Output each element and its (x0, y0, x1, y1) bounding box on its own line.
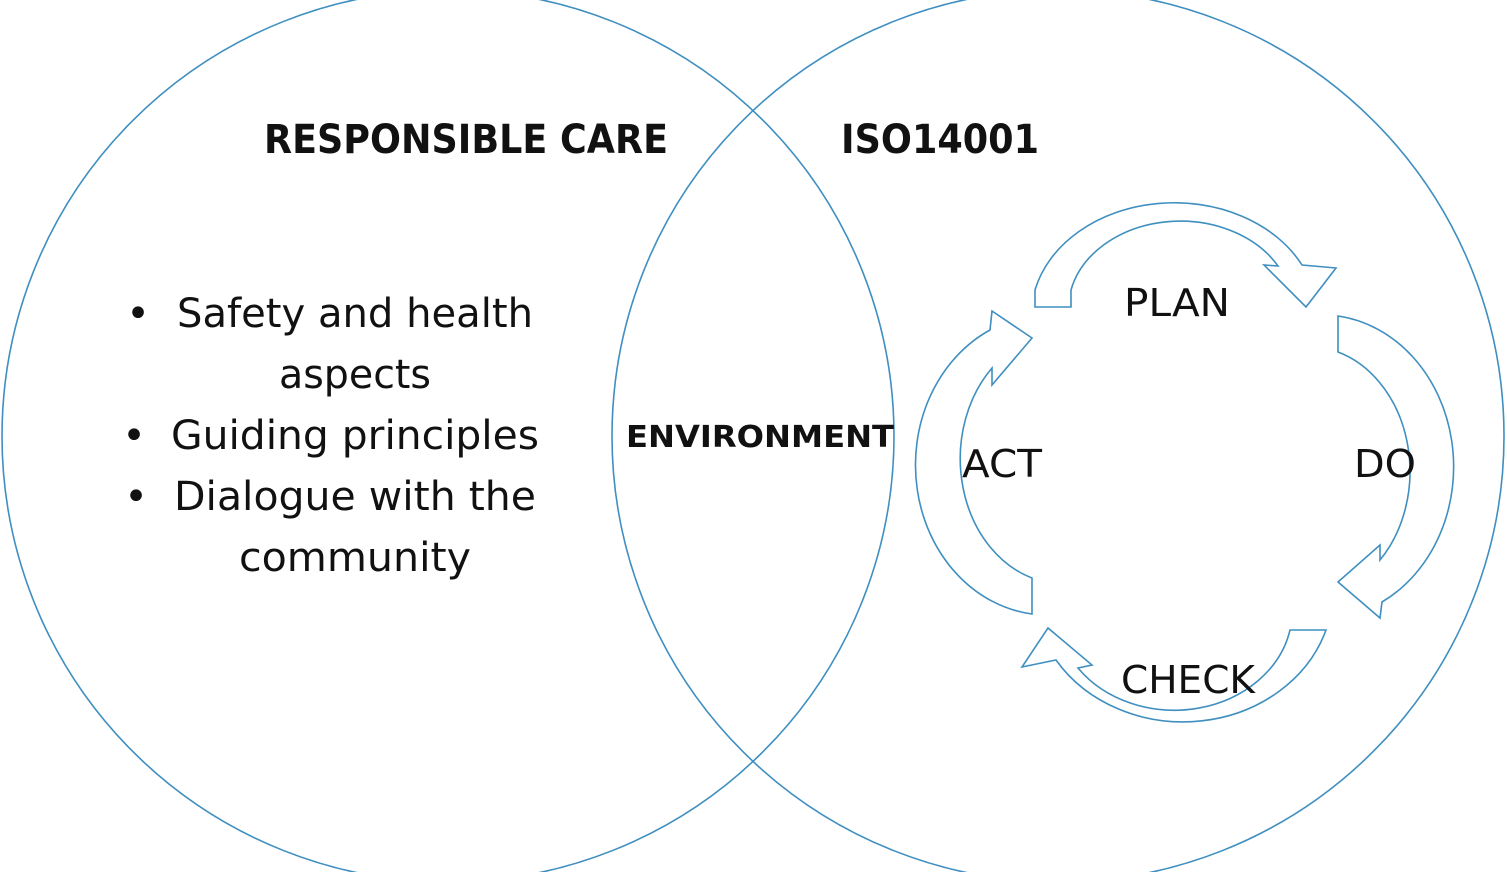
bullet-marker: • (122, 413, 146, 459)
bullet-marker: • (126, 291, 150, 337)
check-arrow-icon (1020, 626, 1328, 723)
act-label: ACT (962, 442, 1043, 486)
bullet-safety-line-1: Safety and health (177, 291, 533, 337)
bullet-marker: • (124, 474, 148, 520)
iso14001-title: ISO14001 (841, 117, 1039, 163)
plan-arrow-icon (1034, 201, 1338, 309)
environment-label: ENVIRONMENT (626, 420, 895, 455)
act-arrow-icon (914, 309, 1034, 615)
check-label: CHECK (1121, 658, 1256, 702)
iso14001-circle (611, 0, 1505, 872)
responsible-care-bullet-list: • Safety and health aspects • Guiding pr… (122, 291, 539, 581)
responsible-care-circle (1, 0, 895, 872)
do-label: DO (1354, 442, 1416, 486)
do-arrow-icon (1336, 315, 1455, 620)
bullet-dialogue-line-2: community (239, 535, 471, 581)
plan-label: PLAN (1124, 281, 1230, 325)
responsible-care-title: RESPONSIBLE CARE (264, 117, 668, 163)
bullet-safety-line-2: aspects (279, 352, 431, 398)
bullet-guiding-principles: Guiding principles (171, 413, 539, 459)
bullet-dialogue-line-1: Dialogue with the (174, 474, 536, 520)
pdca-cycle (914, 201, 1455, 723)
